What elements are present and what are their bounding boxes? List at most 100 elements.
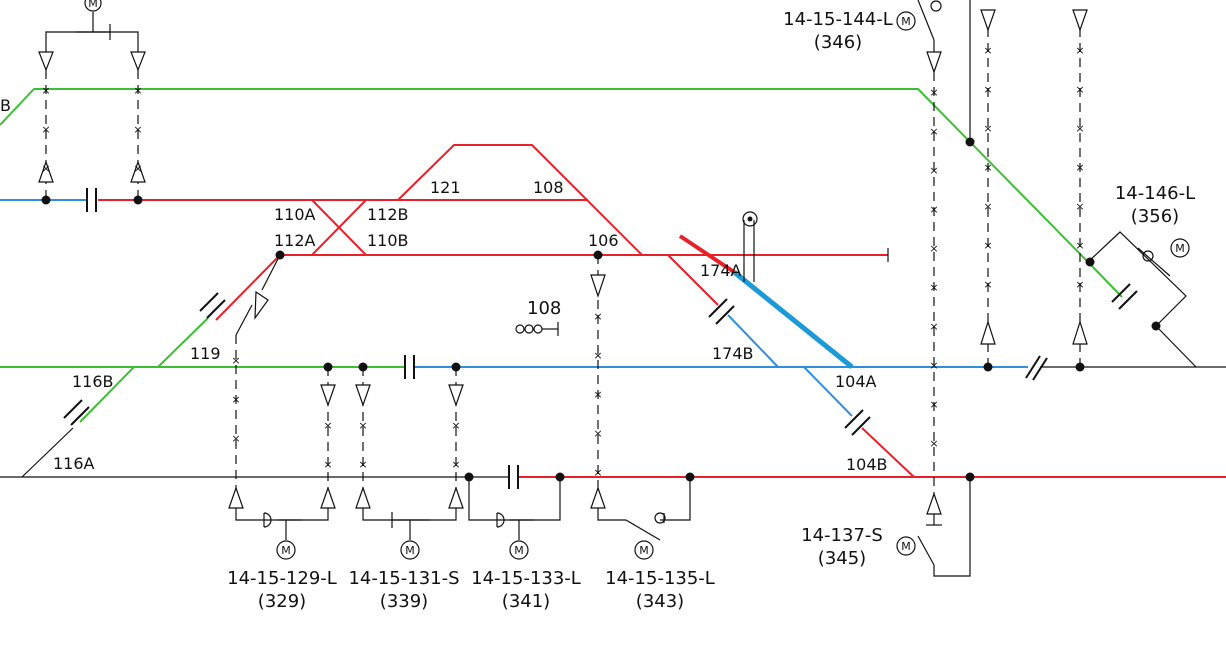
derail-lamp-dot-icon bbox=[747, 216, 753, 222]
control-tick-icon: × bbox=[929, 320, 938, 333]
motor-letter: M bbox=[639, 544, 649, 557]
section-label-104B: 104B bbox=[846, 455, 888, 474]
control-tick-icon: × bbox=[983, 44, 992, 57]
insulated-joint-icon bbox=[708, 298, 735, 325]
track-red-174A-diagonal bbox=[667, 254, 719, 306]
machine-num-346: (346) bbox=[814, 32, 862, 53]
control-tick-icon: × bbox=[593, 466, 602, 479]
control-tick-icon: × bbox=[929, 281, 938, 294]
insulated-joint-icon bbox=[844, 409, 871, 436]
control-tick-icon: × bbox=[358, 458, 367, 471]
derail-lamp-icon bbox=[742, 211, 758, 227]
control-circuit-top-left bbox=[38, 0, 146, 200]
control-tick-icon: × bbox=[983, 122, 992, 135]
section-label-174A: 174A bbox=[700, 261, 742, 280]
section-label-174B: 174B bbox=[712, 344, 754, 363]
control-tick-icon: × bbox=[929, 359, 938, 372]
control-tick-icon: × bbox=[231, 432, 240, 445]
track-red-loop bbox=[397, 144, 643, 256]
control-tick-icon: × bbox=[593, 349, 602, 362]
section-label-104A: 104A bbox=[835, 372, 877, 391]
switch-174A-cyan-segment bbox=[732, 270, 854, 369]
machine-num-345: (345) bbox=[818, 548, 866, 569]
control-circuit-133 bbox=[468, 477, 561, 560]
control-tick-icon: × bbox=[1075, 200, 1084, 213]
insulated-joint-icon bbox=[86, 188, 97, 212]
control-tick-icon: × bbox=[929, 437, 938, 450]
control-tick-icon: × bbox=[593, 388, 602, 401]
control-tick-icon: × bbox=[1075, 278, 1084, 291]
switch-174A-red-segment bbox=[678, 234, 736, 274]
control-tick-icon: × bbox=[929, 398, 938, 411]
control-tick-icon: × bbox=[231, 354, 240, 367]
control-circuit-137-144 bbox=[896, 0, 971, 577]
track-red-104B-diagonal bbox=[861, 427, 915, 478]
motor-letter: M bbox=[514, 544, 524, 557]
section-label-112B: 112B bbox=[367, 205, 409, 224]
track-green-116B-diagonal bbox=[79, 366, 135, 423]
control-circuit-131 bbox=[355, 367, 464, 560]
track-green-upper-diagonal bbox=[1087, 261, 1123, 298]
signal-label-108: 108 bbox=[527, 298, 561, 319]
signal-108-icon bbox=[515, 322, 559, 336]
control-tick-icon: × bbox=[41, 123, 50, 136]
control-tick-icon: × bbox=[451, 458, 460, 471]
control-tick-icon: × bbox=[1075, 44, 1084, 57]
control-tick-icon: × bbox=[1075, 239, 1084, 252]
section-label-110B: 110B bbox=[367, 231, 409, 250]
control-tick-icon: × bbox=[983, 161, 992, 174]
control-tick-icon: × bbox=[323, 419, 332, 432]
machine-num-343: (343) bbox=[636, 591, 684, 612]
control-tick-icon: × bbox=[929, 86, 938, 99]
section-label-106: 106 bbox=[588, 231, 619, 250]
control-tick-icon: × bbox=[358, 419, 367, 432]
machine-id-131: 14-15-131-S bbox=[348, 568, 459, 589]
control-tick-icon: × bbox=[983, 83, 992, 96]
machine-num-341: (341) bbox=[502, 591, 550, 612]
section-label-121: 121 bbox=[430, 178, 461, 197]
motor-letter: M bbox=[405, 544, 415, 557]
machine-id-146: 14-146-L bbox=[1115, 183, 1195, 204]
motor-letter: M bbox=[901, 540, 911, 553]
machine-num-329: (329) bbox=[258, 591, 306, 612]
control-tick-icon: × bbox=[593, 427, 602, 440]
section-label-116A: 116A bbox=[53, 454, 95, 473]
track-red-112A-diagonal bbox=[215, 254, 281, 321]
machine-id-129: 14-15-129-L bbox=[227, 568, 337, 589]
section-label-110A: 110A bbox=[274, 205, 316, 224]
control-tick-icon: × bbox=[133, 123, 142, 136]
motor-letter: M bbox=[901, 15, 911, 28]
control-tick-icon: × bbox=[983, 200, 992, 213]
insulated-joint-icon bbox=[1111, 283, 1138, 310]
control-tick-icon: × bbox=[451, 419, 460, 432]
track-black-116A-diagonal bbox=[21, 427, 74, 478]
control-circuit-146 bbox=[1087, 231, 1197, 368]
control-tick-icon: × bbox=[929, 242, 938, 255]
control-tick-icon: × bbox=[929, 164, 938, 177]
control-tick-icon: × bbox=[593, 310, 602, 323]
machine-id-133: 14-15-133-L bbox=[471, 568, 581, 589]
control-tick-icon: × bbox=[1075, 122, 1084, 135]
machine-id-135: 14-15-135-L bbox=[605, 568, 715, 589]
junction-dots bbox=[41, 137, 1161, 482]
control-tick-icon: × bbox=[929, 125, 938, 138]
control-tick-icon: × bbox=[929, 203, 938, 216]
insulated-joint-icon bbox=[404, 355, 415, 379]
control-tick-icon: × bbox=[1075, 83, 1084, 96]
control-tick-icon: × bbox=[41, 84, 50, 97]
section-label-116B: 116B bbox=[72, 372, 114, 391]
control-tick-icon: × bbox=[323, 458, 332, 471]
track-break-icon bbox=[1025, 355, 1048, 381]
section-label-112A: 112A bbox=[274, 231, 316, 250]
track-red-crossover-b bbox=[311, 199, 367, 256]
motor-letter: M bbox=[88, 0, 98, 10]
control-tick-icon: × bbox=[41, 162, 50, 175]
control-circuit-129 bbox=[228, 254, 336, 560]
control-tick-icon: × bbox=[133, 162, 142, 175]
section-label-119: 119 bbox=[190, 344, 221, 363]
control-circuit-135 bbox=[590, 255, 691, 560]
motor-letter: M bbox=[281, 544, 291, 557]
control-tick-icon: × bbox=[231, 393, 240, 406]
